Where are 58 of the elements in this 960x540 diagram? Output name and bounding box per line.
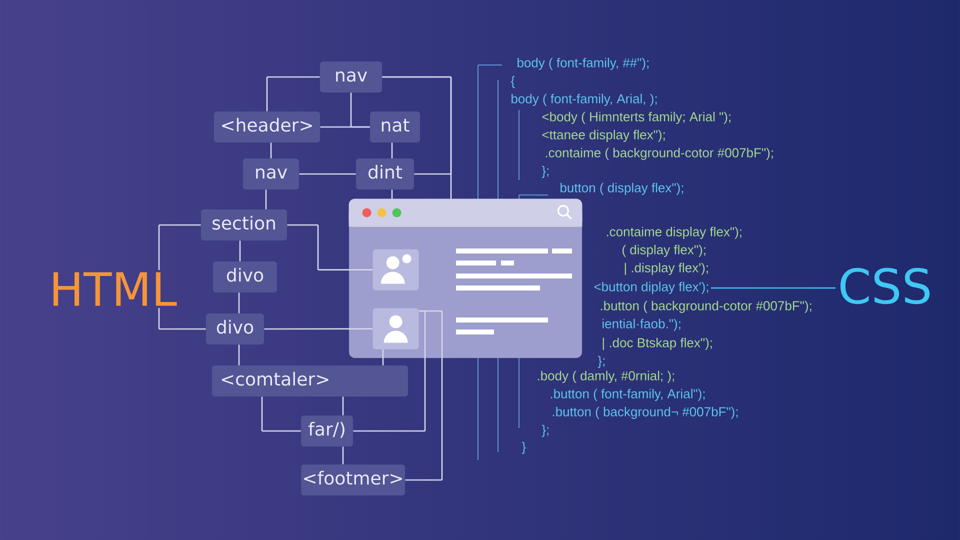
tag-box: divo xyxy=(213,262,277,292)
connector-line xyxy=(287,224,373,270)
code-line: .button ( background¬ #007bF"); xyxy=(552,406,738,419)
code-line: body ( font-family, Arial, ); xyxy=(512,94,657,106)
connector-line xyxy=(266,76,320,112)
code-line: .button ( background-cotor #007bF"); xyxy=(600,300,812,313)
code-line: } xyxy=(522,442,526,454)
connector-line xyxy=(391,142,393,158)
code-line: }; xyxy=(542,424,548,437)
connector-line xyxy=(405,310,443,481)
code-line: .button ( font-family, Arial"); xyxy=(550,388,705,401)
connector-line xyxy=(299,173,356,175)
connector-line xyxy=(342,396,344,416)
connector-line xyxy=(238,344,240,366)
tag-box: dint xyxy=(356,158,414,190)
connector-line xyxy=(158,308,206,330)
code-line: <body ( Himnterts family; Arial "); xyxy=(542,112,730,124)
tag-box: <footmer> xyxy=(301,464,405,496)
code-line: | .doc Btskap flex"); xyxy=(602,338,712,350)
connector-line xyxy=(270,142,272,158)
code-line: body ( font-family, ##"); xyxy=(518,58,648,70)
connector-line xyxy=(391,190,393,199)
connector-line xyxy=(320,126,370,128)
connector-line xyxy=(353,310,426,432)
tag-box: section xyxy=(201,210,287,240)
avatar-tile xyxy=(372,249,419,290)
tag-box: far/) xyxy=(301,416,353,446)
connector-line xyxy=(265,190,267,210)
code-line: iential·faob."); xyxy=(602,318,680,331)
code-line: .body ( damly, #0rnial; ); xyxy=(538,370,674,383)
code-line: | .display flex'); xyxy=(624,262,708,275)
tag-box: <header> xyxy=(214,112,320,142)
code-line: <button diplay flex'); xyxy=(594,282,708,294)
tag-box: <comtaler> xyxy=(212,366,408,396)
tag-box: divo xyxy=(206,314,264,344)
code-line: }; xyxy=(598,356,604,368)
connector-line xyxy=(382,76,452,199)
code-line: .contaime ( background-cotor #007bF"); xyxy=(546,148,773,160)
code-line: <ttanee display flex"); xyxy=(542,130,665,142)
connector-line xyxy=(239,240,241,262)
tag-box: nav xyxy=(320,62,382,92)
tag-box: nat xyxy=(370,112,420,142)
code-line: }; xyxy=(542,166,548,178)
language-title: CSS xyxy=(840,268,930,304)
connector-line xyxy=(158,224,201,270)
connector-line xyxy=(342,446,344,464)
tag-box: nav xyxy=(243,158,299,190)
connector-line xyxy=(382,350,384,366)
avatar-tile xyxy=(372,308,419,350)
connector-line xyxy=(710,287,836,289)
code-line: { xyxy=(510,76,515,88)
connector-line xyxy=(261,396,301,432)
code-line: .contaime display flex"); xyxy=(606,226,742,239)
connector-line xyxy=(238,292,240,314)
code-line: ( display flex"); xyxy=(622,244,706,257)
connector-line xyxy=(264,328,373,330)
language-title: HTML xyxy=(54,272,177,306)
code-line: button ( display flex"); xyxy=(560,182,684,195)
